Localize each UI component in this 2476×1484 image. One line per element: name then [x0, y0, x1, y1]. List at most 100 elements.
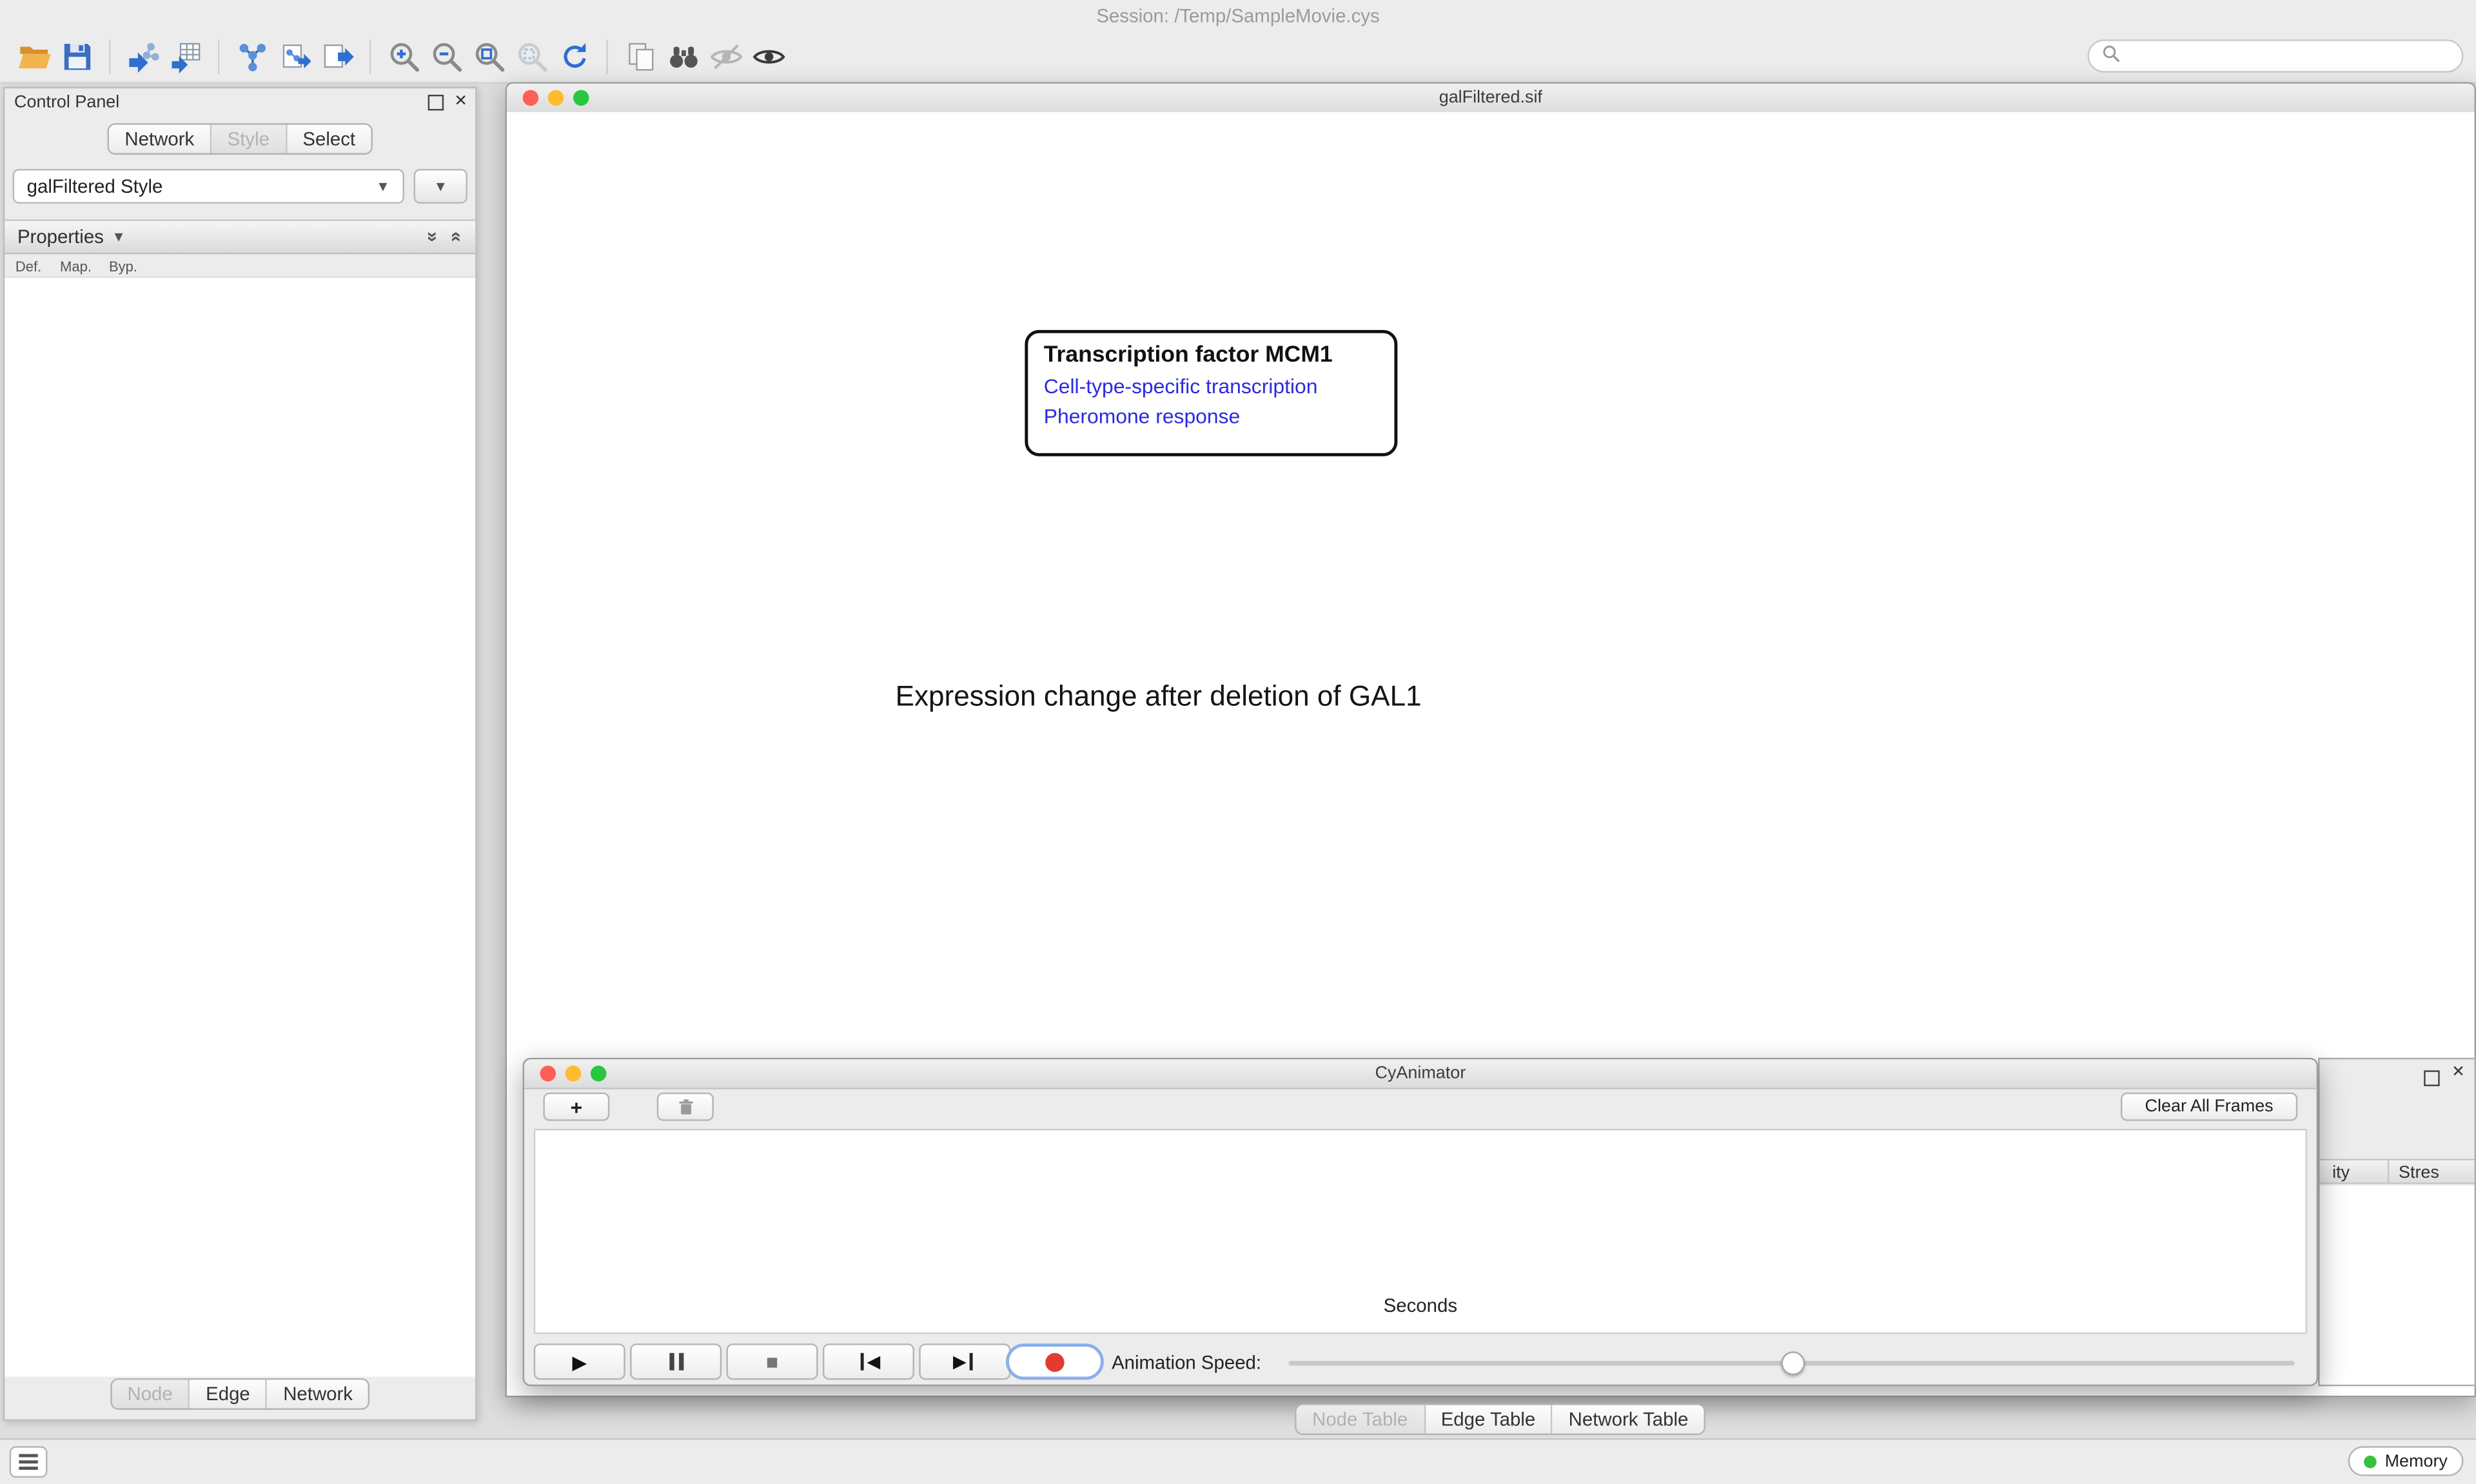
table-rows: [2319, 1186, 2475, 1385]
open-session-button[interactable]: [13, 35, 55, 78]
network-canvas[interactable]: Transcription factor MCM1 Cell-type-spec…: [507, 112, 2475, 1396]
minimize-window-icon[interactable]: [547, 90, 564, 106]
zoom-window-icon[interactable]: [573, 90, 589, 106]
tab-select[interactable]: Select: [286, 124, 371, 153]
tab-network[interactable]: Network: [108, 124, 212, 153]
cyanimator-titlebar: CyAnimator: [524, 1059, 2317, 1089]
column-header[interactable]: Stres: [2399, 1163, 2439, 1183]
show-all-button[interactable]: [747, 35, 789, 78]
toolbar-separator: [108, 39, 111, 75]
stop-button[interactable]: ■: [726, 1343, 818, 1380]
zoom-fit-button[interactable]: [467, 35, 510, 78]
chevron-down-icon: ▼: [376, 178, 390, 195]
minimize-window-icon[interactable]: [565, 1066, 582, 1082]
pause-button[interactable]: [630, 1343, 722, 1380]
network-window-title: galFiltered.sif: [1439, 88, 1542, 108]
play-icon: ▶: [572, 1351, 587, 1373]
style-selector[interactable]: galFiltered Style ▼: [12, 169, 404, 204]
style-target-tab-edge[interactable]: Edge: [190, 1380, 268, 1409]
hide-selected-button[interactable]: [704, 35, 747, 78]
animation-speed-slider[interactable]: [1288, 1351, 2295, 1376]
skip-to-start-button[interactable]: ◀: [822, 1343, 914, 1380]
network-caption: Expression change after deletion of GAL1: [895, 680, 1422, 712]
delete-frame-button[interactable]: [656, 1092, 714, 1121]
tab-style[interactable]: Style: [211, 124, 287, 153]
new-network-button[interactable]: [231, 35, 273, 78]
clone-network-button[interactable]: [273, 35, 316, 78]
play-button[interactable]: ▶: [533, 1343, 625, 1380]
find-button[interactable]: [662, 35, 704, 78]
network-edges: [507, 112, 2474, 1396]
import-table-button[interactable]: [164, 35, 207, 78]
style-options-button[interactable]: ▼: [413, 169, 467, 204]
close-window-icon[interactable]: [522, 90, 539, 106]
properties-header[interactable]: Properties ▼ » «: [5, 219, 476, 255]
skip-to-end-button[interactable]: ▶: [919, 1343, 1011, 1380]
properties-column-headers: Def.Map.Byp.: [15, 259, 138, 275]
annotation-box[interactable]: Transcription factor MCM1 Cell-type-spec…: [1025, 329, 1398, 456]
network-window: galFiltered.sif Transcription factor MCM…: [505, 82, 2476, 1398]
toolbar-separator: [217, 39, 220, 75]
export-network-button[interactable]: [316, 35, 359, 78]
close-panel-icon[interactable]: ✕: [2451, 1064, 2465, 1082]
network-window-titlebar: galFiltered.sif: [507, 83, 2475, 114]
style-selector-value: galFiltered Style: [26, 175, 163, 198]
annotation-link[interactable]: Cell-type-specific transcription: [1043, 374, 1318, 398]
column-header[interactable]: ity: [2320, 1160, 2390, 1183]
copy-annotation-button[interactable]: [619, 35, 662, 78]
table-tab-node-table[interactable]: Node Table: [1296, 1405, 1426, 1434]
playback-controls: ▶ ■ ◀ ▶ Animation Speed:: [524, 1343, 2317, 1381]
annotation-link[interactable]: Pheromone response: [1043, 404, 1241, 428]
control-panel-header: Control Panel ✕: [5, 88, 475, 117]
session-titlebar: Session: /Temp/SampleMovie.cys: [0, 0, 2476, 32]
pause-icon: [669, 1352, 674, 1371]
close-window-icon[interactable]: [540, 1066, 556, 1082]
annotation-title: Transcription factor MCM1: [1043, 342, 1333, 368]
trash-icon: [678, 1098, 693, 1114]
close-panel-icon[interactable]: ✕: [454, 93, 467, 111]
memory-button[interactable]: Memory: [2348, 1446, 2464, 1476]
record-button[interactable]: [1006, 1343, 1104, 1380]
add-frame-button[interactable]: +: [543, 1092, 610, 1121]
session-title: Session: /Temp/SampleMovie.cys: [1096, 5, 1380, 27]
node-table-panel: ✕ ity Stres: [2318, 1057, 2476, 1387]
memory-status-icon: [2364, 1454, 2377, 1468]
seconds-axis-label: Seconds: [1383, 1294, 1458, 1317]
table-column-headers: ity Stres: [2319, 1158, 2475, 1184]
zoom-selected-button[interactable]: [510, 35, 553, 78]
properties-title: Properties: [17, 226, 104, 248]
status-bar: Memory: [0, 1438, 2476, 1484]
clear-all-frames-button[interactable]: Clear All Frames: [2120, 1092, 2298, 1121]
float-panel-icon[interactable]: [2423, 1070, 2439, 1086]
control-panel-title: Control Panel: [14, 93, 120, 112]
search-input[interactable]: [2087, 39, 2464, 73]
record-icon: [1045, 1352, 1065, 1371]
table-tab-edge-table[interactable]: Edge Table: [1425, 1405, 1553, 1434]
refresh-view-button[interactable]: [553, 35, 595, 78]
animation-speed-label: Animation Speed:: [1112, 1351, 1262, 1374]
toolbar-icon-group: [13, 35, 790, 78]
zoom-in-button[interactable]: [382, 35, 425, 78]
style-target-tab-network[interactable]: Network: [267, 1380, 369, 1409]
collapse-all-icon[interactable]: «: [446, 231, 469, 242]
expand-all-icon[interactable]: »: [421, 231, 444, 242]
slider-handle[interactable]: [1781, 1351, 1805, 1376]
cyanimator-toolbar: + Clear All Frames: [524, 1091, 2317, 1126]
animation-timeline[interactable]: Seconds: [533, 1129, 2307, 1334]
style-target-tab-node[interactable]: Node: [111, 1380, 190, 1409]
search-icon: [2102, 42, 2121, 70]
float-panel-icon[interactable]: [427, 94, 444, 111]
table-tab-network-table[interactable]: Network Table: [1553, 1405, 1704, 1434]
save-session-button[interactable]: [55, 35, 98, 78]
zoom-window-icon[interactable]: [590, 1066, 607, 1082]
console-button[interactable]: [9, 1446, 48, 1478]
cyanimator-window: CyAnimator + Clear All Frames Seconds ▶ …: [522, 1057, 2319, 1387]
properties-list: [5, 276, 476, 1377]
toolbar-separator: [606, 39, 608, 75]
import-network-button[interactable]: [122, 35, 164, 78]
zoom-out-button[interactable]: [425, 35, 467, 78]
